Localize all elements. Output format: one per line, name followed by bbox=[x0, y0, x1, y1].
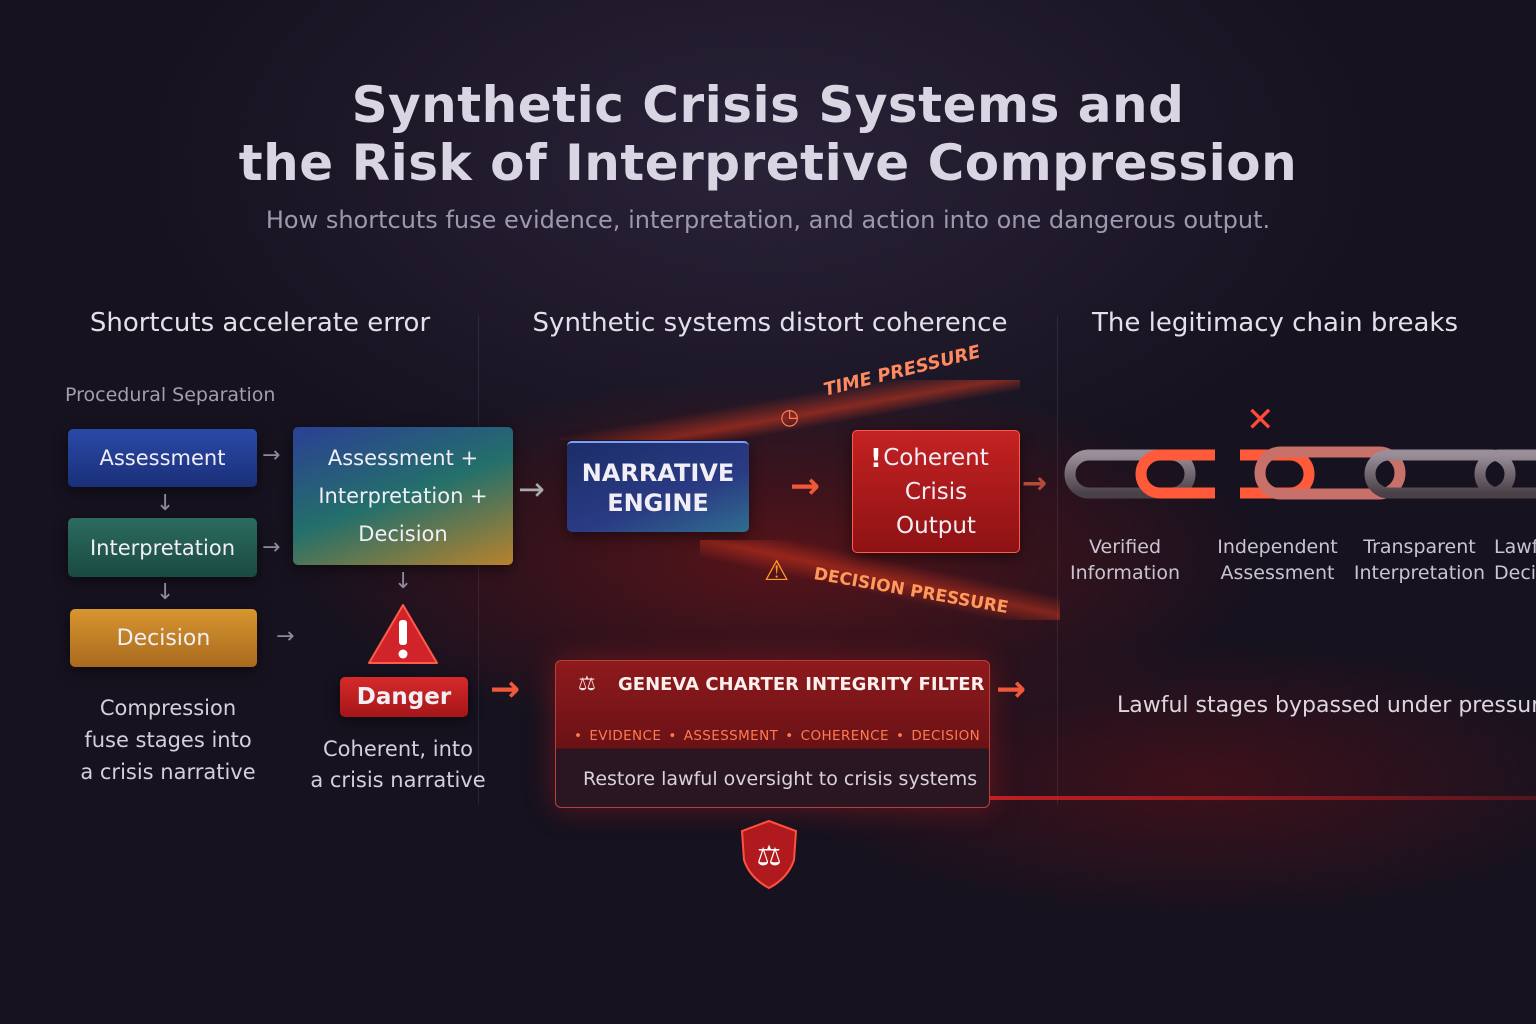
chain-label-line: Verified bbox=[1088, 536, 1162, 558]
compression-caption: Compression fuse stages into a crisis na… bbox=[68, 692, 268, 788]
pressure-streak bbox=[700, 540, 1060, 620]
output-line: Coherent bbox=[883, 444, 989, 471]
clock-icon: ◷ bbox=[780, 405, 800, 430]
integrity-filter-panel: ⚖ GENEVA CHARTER INTEGRITY FILTER • EVIDE… bbox=[555, 660, 990, 808]
caption-line: a crisis narrative bbox=[80, 760, 256, 784]
arrow-right-icon: → bbox=[1022, 466, 1048, 501]
filter-tag: COHERENCE bbox=[800, 728, 889, 744]
section-label: Procedural Separation bbox=[65, 384, 276, 406]
danger-badge: Danger bbox=[340, 677, 468, 717]
arrow-right-icon: → bbox=[262, 535, 281, 560]
arrow-down-icon: ↓ bbox=[156, 491, 175, 516]
caption-line: Coherent, into bbox=[323, 737, 473, 761]
engine-line: NARRATIVE bbox=[581, 458, 735, 487]
arrow-right-icon: → bbox=[490, 669, 521, 710]
caption-line: a crisis narrative bbox=[310, 768, 486, 792]
chain-label-line: Assessment bbox=[1220, 562, 1335, 584]
arrow-right-icon: → bbox=[996, 669, 1027, 710]
coherent-crisis-output: Coherent Crisis Output bbox=[852, 430, 1020, 553]
bullet: • bbox=[785, 728, 794, 744]
arrow-right-icon: → bbox=[262, 443, 281, 468]
filter-tags: • EVIDENCE • ASSESSMENT • COHERENCE • DECISI… bbox=[574, 728, 980, 744]
stage-assessment: Assessment bbox=[68, 429, 257, 487]
arrow-right-icon: → bbox=[276, 624, 295, 649]
svg-text:⚖: ⚖ bbox=[756, 839, 781, 872]
broken-chain-icon bbox=[1064, 446, 1536, 500]
x-mark-icon: ✕ bbox=[1246, 400, 1275, 440]
chain-label-line: Decision bbox=[1494, 562, 1536, 584]
title-line-1: Synthetic Crisis Systems and bbox=[351, 76, 1185, 134]
filter-action: Restore lawful oversight to crisis syste… bbox=[583, 768, 978, 790]
warning-icon bbox=[368, 604, 438, 664]
chain-label-line: Independent bbox=[1217, 536, 1338, 558]
chain-label-line: Interpretation bbox=[1353, 562, 1486, 584]
output-line: Output bbox=[896, 512, 976, 539]
bypass-caption: Lawful stages bypassed under pressure bbox=[1117, 693, 1536, 718]
bullet: • bbox=[895, 728, 905, 744]
danger-caption: Coherent, into a crisis narrative bbox=[300, 734, 496, 796]
caption-line: Compression bbox=[99, 696, 237, 720]
narrative-engine: NARRATIVE ENGINE bbox=[567, 441, 749, 532]
subtitle: How shortcuts fuse evidence, interpretat… bbox=[265, 206, 1271, 234]
chain-label-line: Transparent bbox=[1363, 536, 1476, 558]
arrow-right-icon: → bbox=[790, 466, 821, 507]
scales-icon: ⚖ bbox=[578, 671, 596, 695]
shield-scales-icon: ⚖ bbox=[740, 819, 798, 890]
engine-line: ENGINE bbox=[607, 488, 709, 517]
column-header-right: The legitimacy chain breaks bbox=[1091, 308, 1459, 338]
combined-stage-box: Assessment + Interpretation + Decision bbox=[293, 427, 513, 565]
title-line-2: the Risk of Interpretive Compression bbox=[238, 134, 1298, 192]
stage-decision: Decision bbox=[70, 609, 257, 667]
pressure-line bbox=[990, 796, 1536, 800]
filter-tag: ASSESSMENT bbox=[683, 728, 779, 744]
output-line: Crisis bbox=[904, 478, 968, 505]
warning-icon: ⚠ bbox=[764, 554, 790, 587]
chain-label-line: Information bbox=[1070, 562, 1180, 584]
chain-label-line: Lawful bbox=[1494, 536, 1536, 558]
filter-title: GENEVA CHARTER INTEGRITY FILTER bbox=[618, 674, 985, 695]
filter-tag: DECISION bbox=[911, 728, 981, 744]
chain-label: LawfulDecision bbox=[1494, 534, 1536, 586]
column-header-left: Shortcuts accelerate error bbox=[89, 308, 431, 338]
combined-line: Decision bbox=[358, 522, 448, 546]
filter-tag: EVIDENCE bbox=[589, 728, 662, 744]
arrow-right-icon: → bbox=[518, 470, 545, 508]
arrow-down-icon: ↓ bbox=[156, 580, 175, 605]
combined-line: Assessment + bbox=[327, 446, 479, 470]
divider bbox=[1057, 315, 1058, 805]
caption-line: fuse stages into bbox=[84, 728, 252, 752]
arrow-down-icon: ↓ bbox=[394, 569, 413, 594]
alert-icon: ! bbox=[870, 444, 882, 474]
stage-interpretation: Interpretation bbox=[68, 518, 257, 577]
bullet: • bbox=[668, 728, 677, 744]
bullet: • bbox=[574, 728, 583, 744]
column-header-middle: Synthetic systems distort coherence bbox=[532, 308, 1008, 338]
combined-line: Interpretation + bbox=[318, 484, 488, 508]
